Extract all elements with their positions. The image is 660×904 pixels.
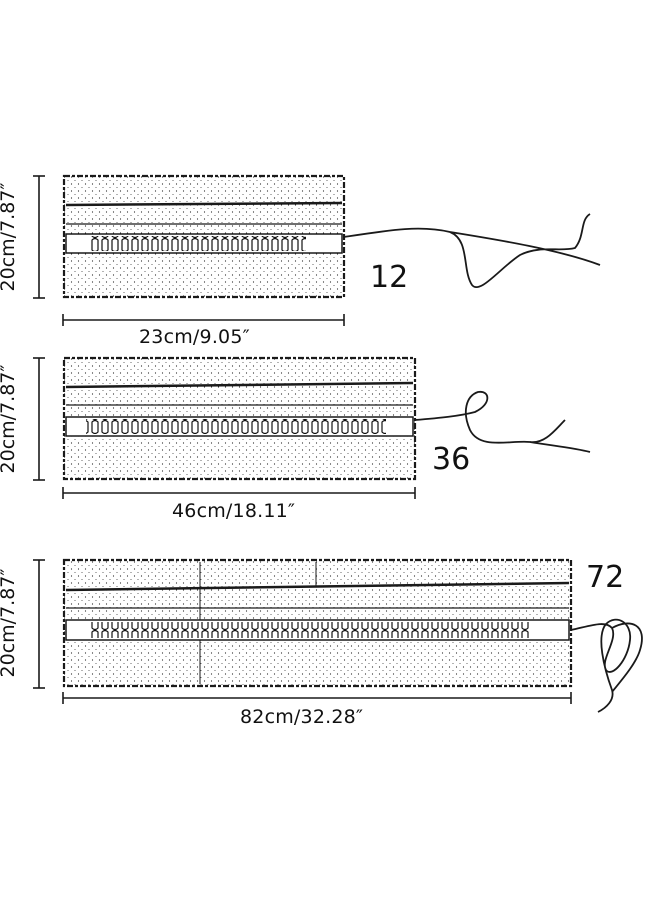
- roll-12: [33, 174, 601, 326]
- roll-12-tie-string: [343, 213, 601, 288]
- roll-12-slots: [90, 236, 306, 251]
- roll-36-width-label: 46cm/18.11″: [172, 500, 296, 522]
- roll-72-height-label: 20cm/7.87″: [0, 568, 19, 678]
- roll-36-slots: [86, 419, 386, 434]
- roll-72-tie-string: [570, 618, 643, 713]
- roll-72: [33, 558, 643, 713]
- roll-12-height-label: 20cm/7.87″: [0, 182, 19, 292]
- roll-12-slot-count: 12: [370, 260, 409, 295]
- roll-12-flap-top: [65, 201, 343, 207]
- roll-36-height-label: 20cm/7.87″: [0, 364, 19, 474]
- roll-36: [33, 356, 591, 499]
- roll-72-width-label: 82cm/32.28″: [240, 706, 364, 728]
- roll-72-slot-count: 72: [586, 560, 625, 595]
- roll-12-width-label: 23cm/9.05″: [139, 326, 250, 348]
- roll-36-flap-top: [65, 381, 414, 389]
- roll-72-slots: [90, 622, 530, 638]
- roll-36-tie-string: [414, 391, 591, 453]
- roll-36-slot-count: 36: [432, 442, 471, 477]
- roll-72-flap-top: [65, 581, 570, 592]
